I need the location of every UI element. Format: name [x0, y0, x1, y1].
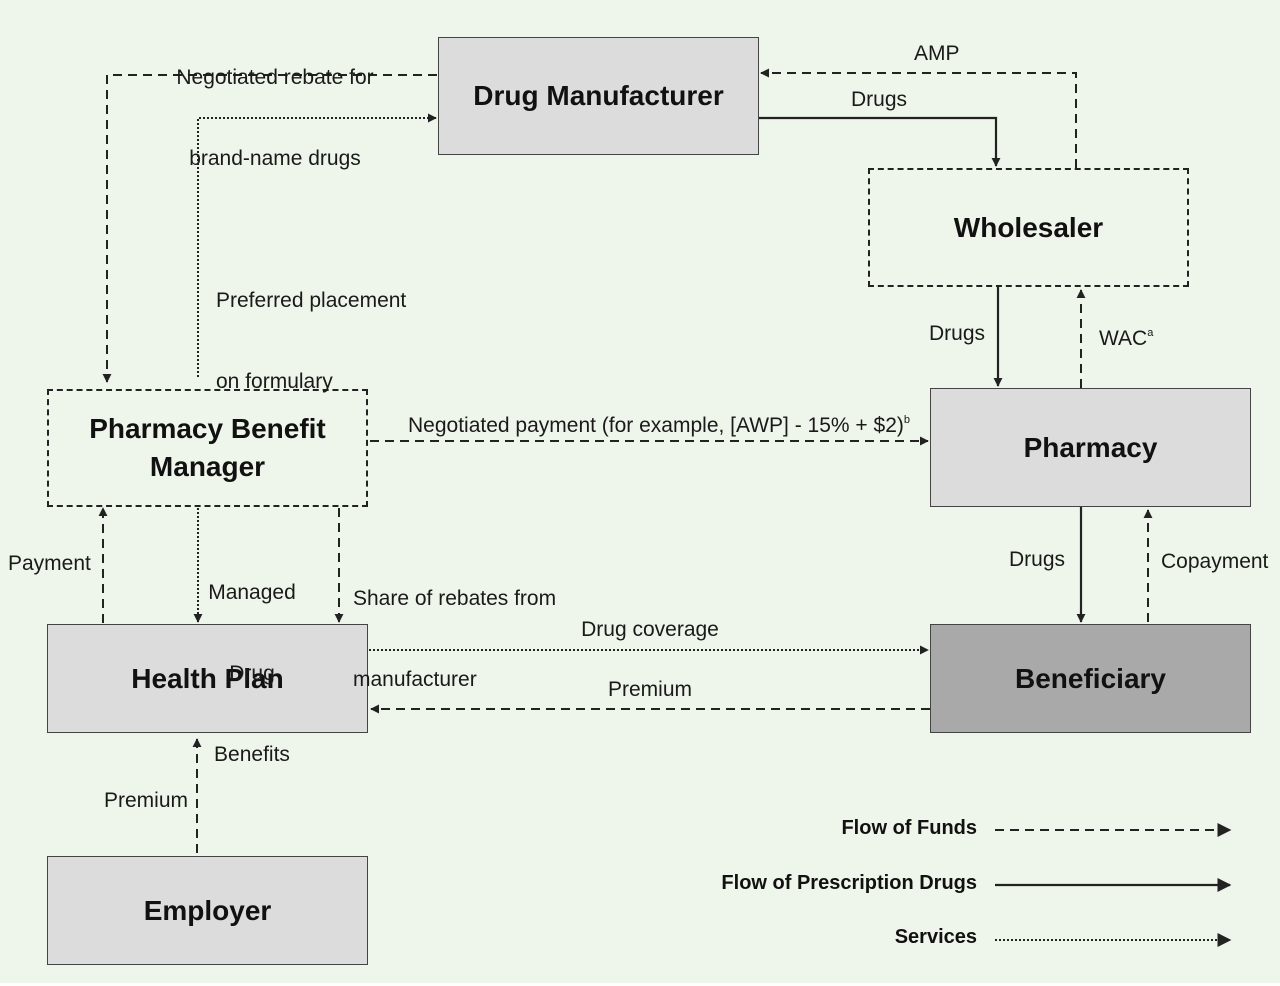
- node-employer: Employer: [47, 856, 368, 965]
- node-label: Beneficiary: [1015, 662, 1166, 694]
- node-health-plan: Health Plan: [47, 624, 368, 733]
- label-premium-beneficiary: Premium: [607, 678, 692, 701]
- label-share-line1: Share of rebates from: [353, 587, 557, 610]
- label-negotiated-payment-text: Negotiated payment (for example, [AWP] -…: [408, 414, 904, 437]
- label-managed-drug-benefits: Managed Drug Benefits: [202, 525, 302, 822]
- label-wac: WACa: [1099, 320, 1153, 352]
- node-label-line2: Manager: [149, 451, 266, 482]
- label-rebate: Negotiated rebate for brand-name drugs: [160, 10, 390, 226]
- label-drugs-pharmacy-beneficiary: Drugs: [1009, 548, 1066, 571]
- edge-drugs-mfr-wholesaler: [759, 116, 1001, 167]
- node-label: Drug Manufacturer: [473, 80, 724, 111]
- label-amp: AMP: [914, 42, 960, 65]
- label-drugs-wholesaler-pharmacy: Drugs: [929, 322, 986, 345]
- node-wholesaler: Wholesaler: [868, 168, 1189, 287]
- label-managed-line3: Benefits: [214, 743, 290, 766]
- label-negotiated-payment: Negotiated payment (for example, [AWP] -…: [408, 407, 910, 439]
- legend-label-funds: Flow of Funds: [841, 817, 977, 839]
- label-managed-line1: Managed: [208, 581, 296, 604]
- label-managed-line2: Drug: [229, 662, 275, 685]
- label-drugs-mfr-wholesaler: Drugs: [851, 88, 908, 111]
- node-label: Employer: [143, 894, 272, 926]
- label-wac-footnote: a: [1147, 327, 1154, 339]
- label-formulary-line2: on formulary: [216, 370, 333, 393]
- label-formulary: Preferred placement on formulary: [216, 233, 406, 449]
- node-label-line1: Pharmacy Benefit: [89, 413, 326, 444]
- node-beneficiary: Beneficiary: [930, 624, 1251, 733]
- node-label: Pharmacy: [1023, 431, 1158, 463]
- label-payment: Payment: [8, 552, 91, 575]
- label-wac-text: WAC: [1099, 327, 1148, 350]
- node-label: Health Plan: [131, 662, 284, 694]
- label-share-of-rebates: Share of rebates from manufacturer: [353, 531, 556, 747]
- legend-label-drugs: Flow of Prescription Drugs: [721, 872, 977, 894]
- label-formulary-line1: Preferred placement: [216, 289, 407, 312]
- label-share-line2: manufacturer: [353, 668, 477, 691]
- edge-formulary: [197, 113, 437, 377]
- legend-label-services: Services: [894, 926, 977, 948]
- label-drug-coverage: Drug coverage: [581, 618, 719, 641]
- node-pharmacy: Pharmacy: [930, 388, 1251, 507]
- edge-amp: [760, 68, 1077, 168]
- edge-rebate: [102, 74, 437, 383]
- label-copayment: Copayment: [1161, 550, 1269, 573]
- node-label: Wholesaler: [953, 211, 1104, 243]
- label-rebate-line1: Negotiated rebate for: [176, 66, 374, 89]
- label-negotiated-payment-footnote: b: [903, 414, 910, 426]
- label-rebate-line2: brand-name drugs: [189, 147, 361, 170]
- node-pharmacy-benefit-manager: Pharmacy Benefit Manager: [47, 389, 368, 507]
- label-premium-employer: Premium: [104, 789, 189, 812]
- node-drug-manufacturer: Drug Manufacturer: [438, 37, 759, 155]
